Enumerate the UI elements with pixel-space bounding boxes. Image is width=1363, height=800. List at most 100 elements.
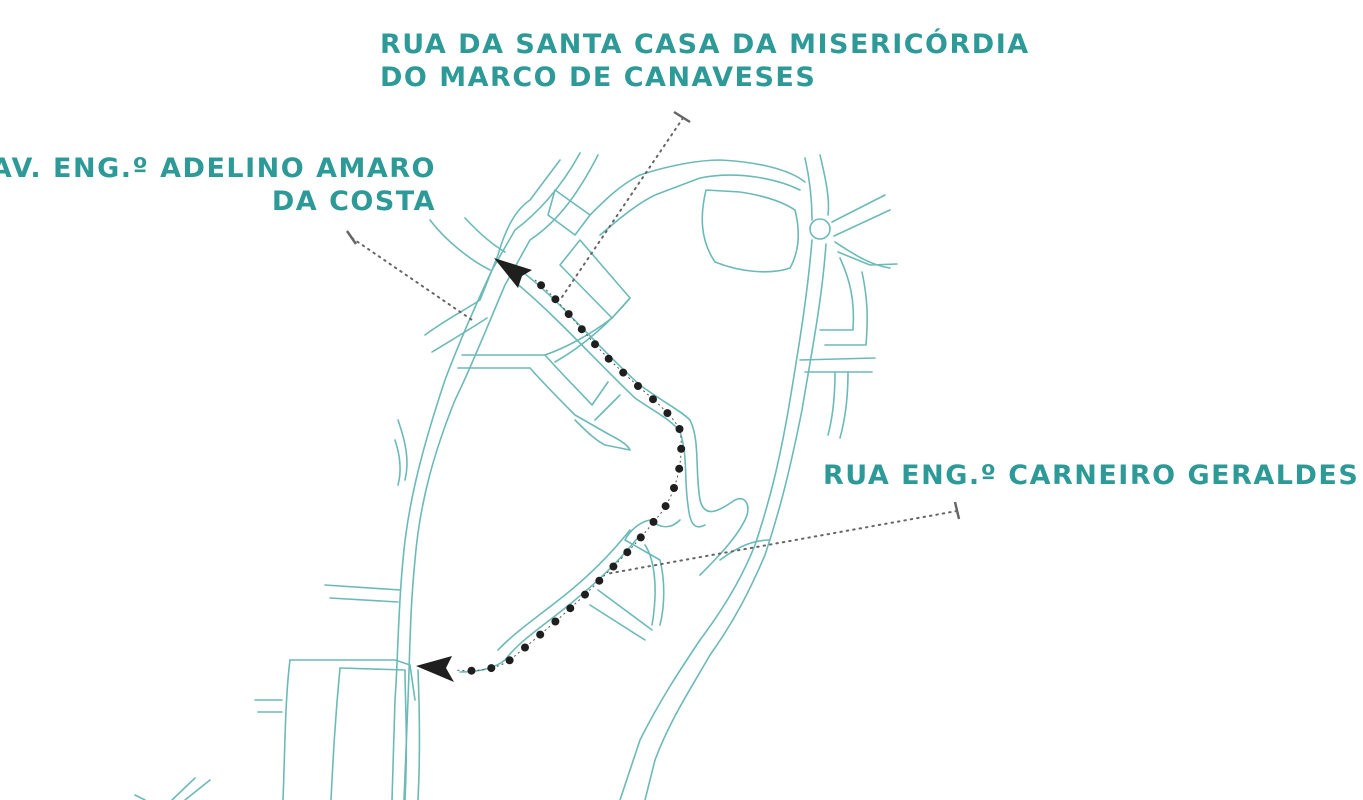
- road-outline: [282, 659, 291, 800]
- road-outline: [719, 539, 771, 561]
- route-dot: [467, 666, 476, 675]
- route-guide-line: [454, 279, 682, 672]
- road-outline: [519, 269, 749, 576]
- road-outline: [594, 394, 621, 421]
- leader-line-santa-casa: [559, 117, 684, 301]
- route-dot: [564, 310, 573, 319]
- arrow-head-icon: [494, 258, 532, 288]
- road-outline: [429, 219, 491, 271]
- arrow-head-icon: [416, 656, 454, 682]
- road-outline: [329, 597, 399, 603]
- road-outline: [184, 779, 211, 800]
- road-outline: [834, 241, 891, 269]
- road-outline: [403, 154, 599, 800]
- road-outline: [464, 217, 506, 253]
- road-outline: [547, 189, 591, 236]
- road-outline: [544, 354, 609, 406]
- route-dot: [677, 444, 686, 453]
- road-outline: [819, 154, 830, 216]
- route-dot: [663, 409, 672, 418]
- road-outline: [431, 317, 488, 353]
- label-line: DA COSTA: [271, 186, 436, 217]
- leader-line-carneiro: [605, 510, 958, 575]
- road-outline: [289, 659, 416, 701]
- road-outline: [134, 794, 146, 800]
- road-outline: [833, 209, 891, 237]
- route-dot: [537, 281, 546, 290]
- route-dot: [551, 295, 560, 304]
- route-dot: [675, 425, 684, 433]
- road-outline: [529, 367, 631, 451]
- road-outline: [599, 174, 801, 236]
- route-dot: [505, 656, 514, 665]
- route-dot: [487, 664, 496, 673]
- route-dot: [661, 502, 670, 511]
- leader-line-adelino: [351, 237, 473, 321]
- route-dot: [551, 617, 560, 626]
- road-outline: [831, 194, 886, 223]
- route-dot: [566, 604, 575, 613]
- route-dot: [591, 340, 599, 349]
- road-outline: [397, 419, 408, 481]
- route-dot: [675, 464, 684, 473]
- road-outline: [644, 243, 827, 800]
- route-dot: [521, 643, 529, 652]
- road-outline: [799, 357, 876, 361]
- route-dot: [623, 548, 632, 557]
- road-outline: [824, 271, 868, 346]
- road-outline: [554, 297, 631, 363]
- road-outline: [701, 189, 800, 273]
- leader-tick-santa-casa: [673, 110, 691, 124]
- road-outline: [459, 534, 641, 673]
- road-outline: [804, 157, 813, 221]
- label-rua-santa-casa: RUA DA SANTA CASA DA MISERICÓRDIA DO MAR…: [380, 28, 1030, 94]
- roundabout: [809, 218, 831, 240]
- label-line: DO MARCO DE CANAVESES: [380, 62, 817, 93]
- route-dot: [649, 517, 658, 526]
- road-outline: [391, 152, 581, 800]
- route-dot: [595, 576, 604, 585]
- leader-lines: [345, 110, 961, 575]
- route-dot: [577, 325, 586, 334]
- route-dots: [467, 281, 686, 675]
- road-outline: [497, 529, 631, 651]
- road-outline: [619, 239, 813, 800]
- road-network: [134, 152, 898, 800]
- road-outline: [324, 584, 401, 591]
- label-line: RUA ENG.º CARNEIRO GERALDES: [823, 460, 1360, 491]
- label-line: AV. ENG.º ADELINO AMARO: [0, 153, 436, 184]
- road-outline: [559, 239, 631, 319]
- label-line: RUA DA SANTA CASA DA MISERICÓRDIA: [380, 29, 1030, 60]
- route-dot: [670, 484, 678, 492]
- road-outline: [417, 669, 421, 800]
- road-outline: [819, 257, 855, 331]
- road-outline: [339, 667, 408, 800]
- road-outline: [330, 667, 341, 800]
- road-outline: [639, 159, 806, 183]
- route-dot: [609, 562, 618, 571]
- road-outline: [624, 519, 681, 626]
- road-outline: [597, 589, 653, 631]
- road-outline: [424, 159, 561, 336]
- road-outline: [644, 544, 656, 626]
- road-outline: [394, 439, 401, 486]
- road-outline: [589, 174, 641, 216]
- route-dot: [634, 382, 642, 390]
- walking-route: [416, 258, 686, 682]
- leader-tick-carneiro: [953, 501, 961, 520]
- label-av-adelino-amaro-da-costa: AV. ENG.º ADELINO AMARO DA COSTA: [0, 152, 436, 218]
- route-dot: [649, 395, 657, 404]
- label-rua-carneiro-geraldes: RUA ENG.º CARNEIRO GERALDES: [823, 459, 1359, 492]
- route-dot: [619, 368, 628, 377]
- road-outline: [589, 604, 646, 641]
- road-outline: [827, 371, 836, 436]
- route-dot: [581, 590, 589, 599]
- route-dot: [536, 630, 545, 639]
- route-dot: [604, 354, 613, 363]
- road-outline: [839, 371, 849, 439]
- route-dot: [636, 533, 645, 542]
- road-outline: [171, 777, 196, 800]
- leader-tick-adelino: [345, 230, 358, 245]
- road-outline: [837, 251, 898, 266]
